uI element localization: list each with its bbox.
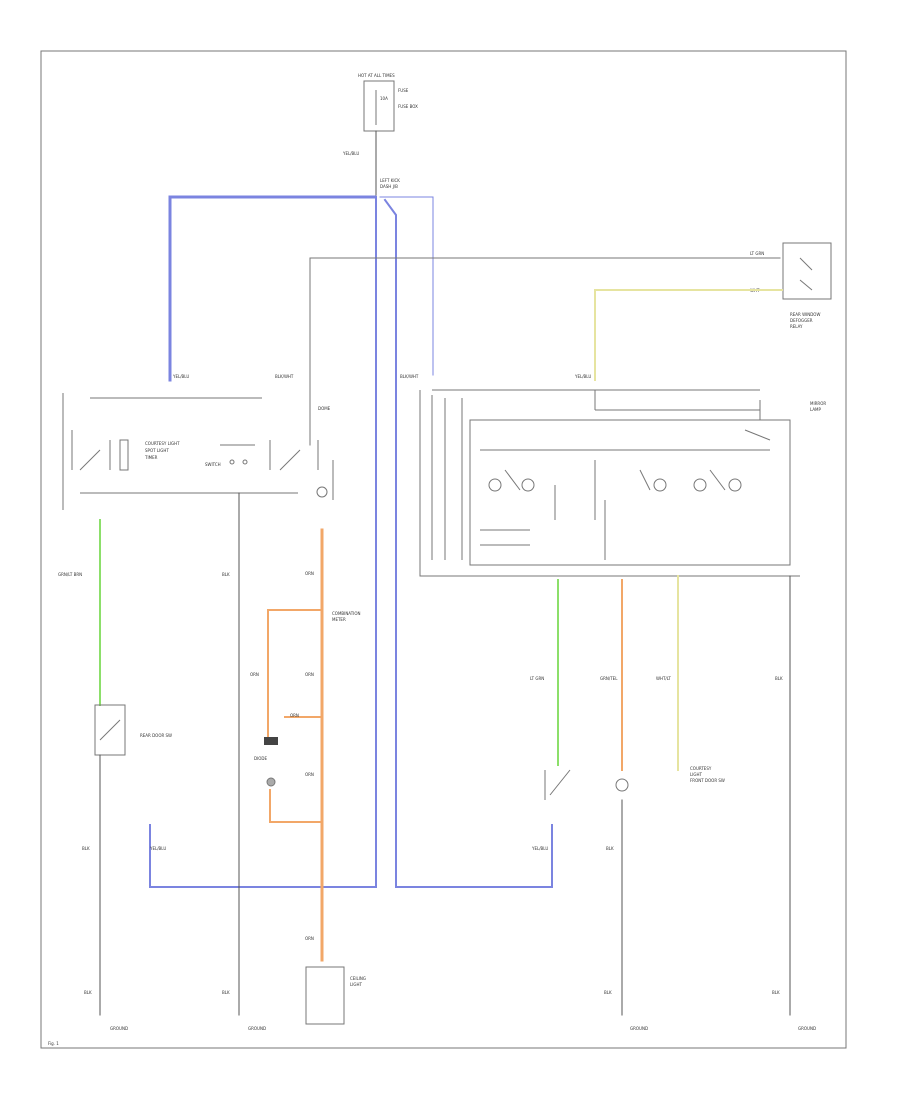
door-switch-right-label: FRONT DOOR SW bbox=[690, 778, 725, 783]
diagram-frame bbox=[40, 50, 847, 1049]
orange-wire-branch-3 bbox=[269, 789, 323, 823]
blue-wire-right-loop bbox=[383, 198, 553, 888]
grn-wht-right-label: LT GRN bbox=[530, 676, 544, 681]
yel-blu-sw1-label: YEL/BLU bbox=[149, 846, 166, 851]
ground2-label: GROUND bbox=[248, 1026, 266, 1031]
mirror-label: MIRROR bbox=[810, 401, 826, 406]
door-switch-left: REAR DOOR SW bbox=[94, 704, 172, 756]
rear-window-label: REAR WINDOW bbox=[790, 312, 820, 317]
wht-lt-right-label: WHT/LT bbox=[656, 676, 671, 681]
blk-wht-left-label: BLK/WHT bbox=[275, 374, 294, 379]
orn-3-label: ORN bbox=[305, 772, 314, 777]
ground-4: BLK GROUND bbox=[772, 990, 816, 1031]
hot-at-all-times-label: HOT AT ALL TIMES bbox=[358, 73, 395, 78]
relay-label: RELAY bbox=[790, 324, 803, 329]
black-wire-top-horizontal bbox=[309, 257, 781, 446]
fuse-box-label: FUSE BOX bbox=[398, 104, 418, 109]
orn-4-label: ORN bbox=[305, 936, 314, 941]
ceiling-label: CEILING bbox=[350, 976, 366, 981]
orn-5-label: ORN bbox=[250, 672, 259, 677]
door-switch-right: COURTESY LIGHT FRONT DOOR SW bbox=[544, 766, 725, 800]
blk-sw2-label: BLK bbox=[606, 846, 614, 851]
lamp-a-label: LAMP bbox=[810, 407, 822, 412]
defogger-label: DEFOGGER bbox=[790, 318, 813, 323]
switch-cluster-label: SWITCH bbox=[205, 462, 221, 467]
lt-grn-label: LT GRN bbox=[750, 251, 764, 256]
door-switch-left-label: REAR DOOR SW bbox=[140, 733, 172, 738]
blk-g3-label: BLK bbox=[604, 990, 612, 995]
wire-label-ylw-blu-top: YEL/BLU bbox=[342, 151, 359, 156]
ground-2: BLK GROUND bbox=[222, 990, 266, 1031]
orn-6-label: ORN bbox=[290, 713, 299, 718]
yel-blu-sw2-label: YEL/BLU bbox=[531, 846, 548, 851]
ground1-label: GROUND bbox=[110, 1026, 128, 1031]
timer-label: TIMER bbox=[144, 455, 158, 460]
blk-sw1-label: BLK bbox=[82, 846, 90, 851]
left-kick-label: LEFT KICK bbox=[380, 178, 400, 183]
ground3-label: GROUND bbox=[630, 1026, 648, 1031]
dome-label: DOME bbox=[318, 406, 331, 411]
right-cluster: MIRROR LAMP YEL/BLU BLK/WHT bbox=[400, 374, 826, 577]
blk-left-label: BLK bbox=[222, 572, 230, 577]
orange-wire-branch bbox=[267, 609, 323, 741]
blk-wht-right-label: BLK/WHT bbox=[400, 374, 419, 379]
orn-1-label: ORN bbox=[305, 571, 314, 576]
grn-red-right-label: GRN/TEL bbox=[600, 676, 618, 681]
diode-label: DIODE bbox=[254, 756, 267, 761]
diode: DIODE bbox=[254, 737, 278, 787]
blue-wire-right-top bbox=[379, 196, 434, 376]
ground4-label: GROUND bbox=[798, 1026, 816, 1031]
ground-1: BLK GROUND bbox=[84, 990, 128, 1031]
courtesy-r1-label: COURTESY bbox=[690, 766, 712, 771]
blk-g4-label: BLK bbox=[772, 990, 780, 995]
fuse-amp-label: 10A bbox=[380, 96, 388, 101]
spot-left-label: SPOT LIGHT bbox=[145, 448, 169, 453]
orn-2-label: ORN bbox=[305, 672, 314, 677]
left-switch-block: COURTESY LIGHT SPOT LIGHT TIMER SWITCH Y… bbox=[62, 374, 334, 510]
ground-center: CEILING LIGHT bbox=[305, 966, 366, 1025]
light-label: LIGHT bbox=[350, 982, 363, 987]
meter-label: METER bbox=[332, 617, 346, 622]
fuse-box: HOT AT ALL TIMES FUSE 10A FUSE BOX bbox=[358, 73, 418, 132]
yellow-wire bbox=[594, 289, 783, 381]
blue-wire-left-loop bbox=[168, 195, 377, 382]
blk-g1-label: BLK bbox=[84, 990, 92, 995]
yel-blu-mid-label: YEL/BLU bbox=[574, 374, 591, 379]
courtesy-light-left-label: COURTESY LIGHT bbox=[145, 441, 180, 446]
combination-label: COMBINATION bbox=[332, 611, 361, 616]
ground-3: BLK GROUND bbox=[604, 990, 648, 1031]
blk-g2-label: BLK bbox=[222, 990, 230, 995]
dash-jb-label: DASH J/B bbox=[380, 184, 398, 189]
yel-blu-left-label: YEL/BLU bbox=[172, 374, 189, 379]
defogger-relay: LT GRN WHT REAR WINDOW DEFOGGER RELAY bbox=[750, 242, 832, 329]
grn-blk-left-label: GRN/LT BRN bbox=[58, 572, 82, 577]
blk-right-label: BLK bbox=[775, 676, 783, 681]
blue-wire-center-down bbox=[149, 196, 377, 888]
courtesy-r2-label: LIGHT bbox=[690, 772, 703, 777]
fuse-label: FUSE bbox=[398, 88, 409, 93]
page-ref-label: Fig. 1 bbox=[48, 1041, 59, 1046]
